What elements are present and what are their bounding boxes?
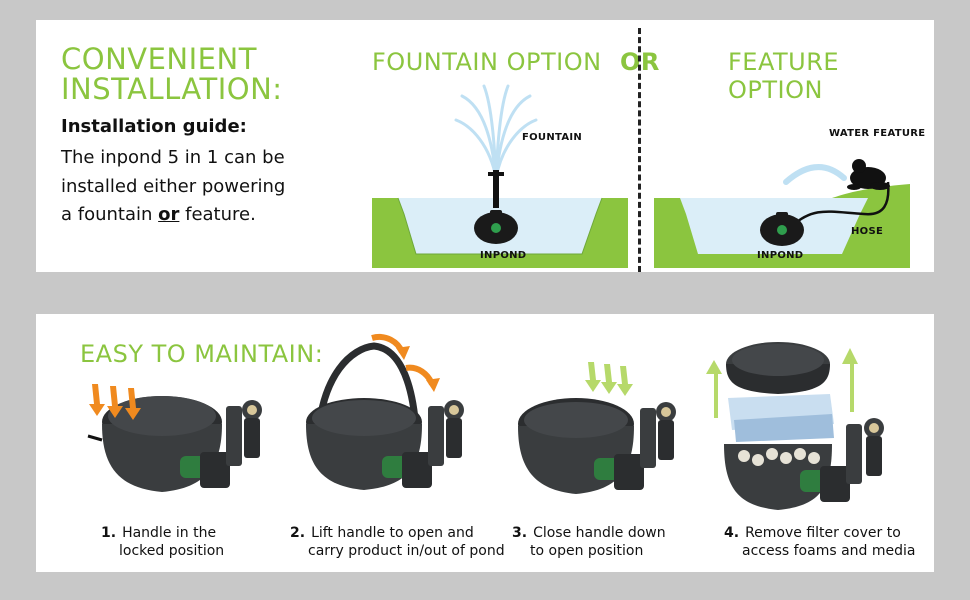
guide-text-line2: installed either powering bbox=[61, 176, 286, 197]
step-2-caption: 2. Lift handle to open and carry product … bbox=[290, 524, 505, 560]
down-arrows-icon bbox=[585, 362, 633, 396]
inpond-label-right: INPOND bbox=[757, 250, 804, 261]
pump-illustration-step4 bbox=[706, 342, 884, 510]
guide-text-line3-b: feature. bbox=[179, 204, 256, 225]
maintenance-panel: EASY TO MAINTAIN: bbox=[36, 314, 934, 572]
step-4-line1: Remove filter cover to bbox=[745, 525, 901, 541]
step-1-number: 1. bbox=[101, 525, 117, 541]
step-4-line2: access foams and media bbox=[742, 543, 916, 559]
guide-text-or: or bbox=[158, 204, 180, 225]
guide-title: Installation guide: bbox=[61, 116, 247, 137]
step-3-line2: to open position bbox=[530, 543, 644, 559]
step-3-number: 3. bbox=[512, 525, 528, 541]
installation-title-line2: INSTALLATION: bbox=[61, 72, 283, 106]
fountain-spray-icon bbox=[454, 84, 538, 180]
up-arrows-icon bbox=[706, 348, 858, 418]
fountain-diagram bbox=[372, 84, 628, 268]
guide-text-line3-a: a fountain bbox=[61, 204, 159, 225]
step-2-number: 2. bbox=[290, 525, 306, 541]
water-feature-label: WATER FEATURE bbox=[829, 128, 926, 139]
pump-illustration-step2 bbox=[306, 334, 464, 490]
fountain-option-heading: FOUNTAIN OPTION bbox=[372, 48, 602, 76]
guide-text-line3: a fountain or feature. bbox=[61, 204, 256, 225]
frog-icon bbox=[847, 159, 890, 190]
filter-media-icon bbox=[738, 448, 820, 466]
installation-title-line1: CONVENIENT bbox=[61, 42, 257, 76]
step-3-line1: Close handle down bbox=[533, 525, 666, 541]
hose-label: HOSE bbox=[851, 226, 884, 237]
fountain-label: FOUNTAIN bbox=[522, 132, 583, 143]
step-2-line2: carry product in/out of pond bbox=[308, 543, 505, 559]
maintenance-title: EASY TO MAINTAIN: bbox=[80, 340, 324, 368]
down-arrows-icon bbox=[89, 384, 141, 420]
dashed-divider bbox=[638, 28, 641, 272]
step-1-line1: Handle in the bbox=[122, 525, 217, 541]
carry-handle bbox=[314, 342, 420, 439]
step-2-line1: Lift handle to open and bbox=[311, 525, 474, 541]
inpond-label-left: INPOND bbox=[480, 250, 527, 261]
step-4-caption: 4. Remove filter cover to access foams an… bbox=[724, 524, 915, 560]
guide-text-line1: The inpond 5 in 1 can be bbox=[61, 147, 285, 168]
pump-icon bbox=[474, 210, 518, 244]
feature-diagram bbox=[654, 159, 910, 268]
hose-icon bbox=[791, 181, 890, 227]
step-1-line2: locked position bbox=[119, 543, 225, 559]
installation-panel: CONVENIENT INSTALLATION: Installation gu… bbox=[36, 20, 934, 272]
pump-icon bbox=[760, 212, 804, 246]
pump-illustration-step3 bbox=[518, 362, 676, 494]
feature-option-heading: FEATURE OPTION bbox=[728, 48, 840, 104]
step-3-caption: 3. Close handle down to open position bbox=[512, 524, 666, 560]
step-1-caption: 1. Handle in the locked position bbox=[101, 524, 224, 560]
step-4-number: 4. bbox=[724, 525, 740, 541]
pump-illustration-step1 bbox=[87, 384, 262, 492]
